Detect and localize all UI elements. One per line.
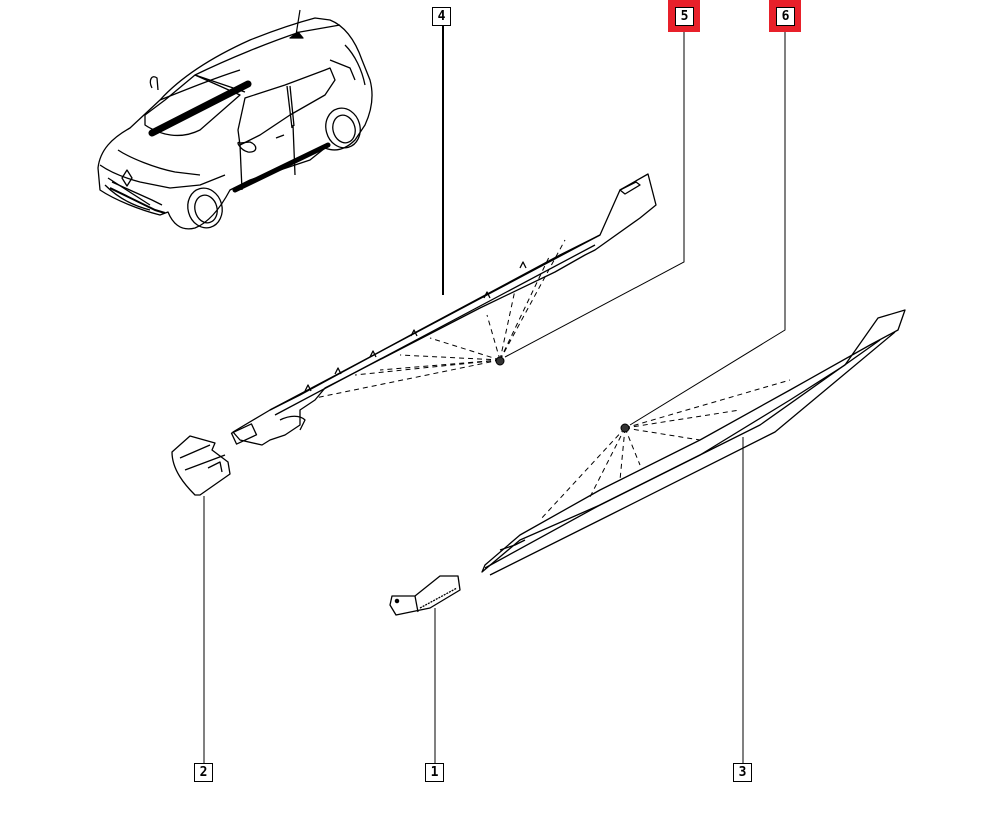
part-4-inner-sill [230,173,657,446]
clip-6-fastener-group [539,379,791,521]
part-1-front-cap [389,575,461,616]
part-3-outer-sill [481,309,906,576]
callout-4[interactable]: 4 [432,7,451,26]
leader-6 [629,32,786,426]
car-inset-illustration [97,9,373,230]
clip-5-icon [495,356,505,366]
callout-6[interactable]: 6 [776,7,795,26]
callout-2[interactable]: 2 [194,763,213,782]
clip-5-fastener-group [314,239,566,399]
leader-lines [203,26,786,763]
callout-1[interactable]: 1 [425,763,444,782]
callout-5[interactable]: 5 [675,7,694,26]
callout-3[interactable]: 3 [733,763,752,782]
clip-6-icon [620,423,630,433]
leader-5 [504,32,685,358]
part-2-rear-cap [171,435,231,496]
